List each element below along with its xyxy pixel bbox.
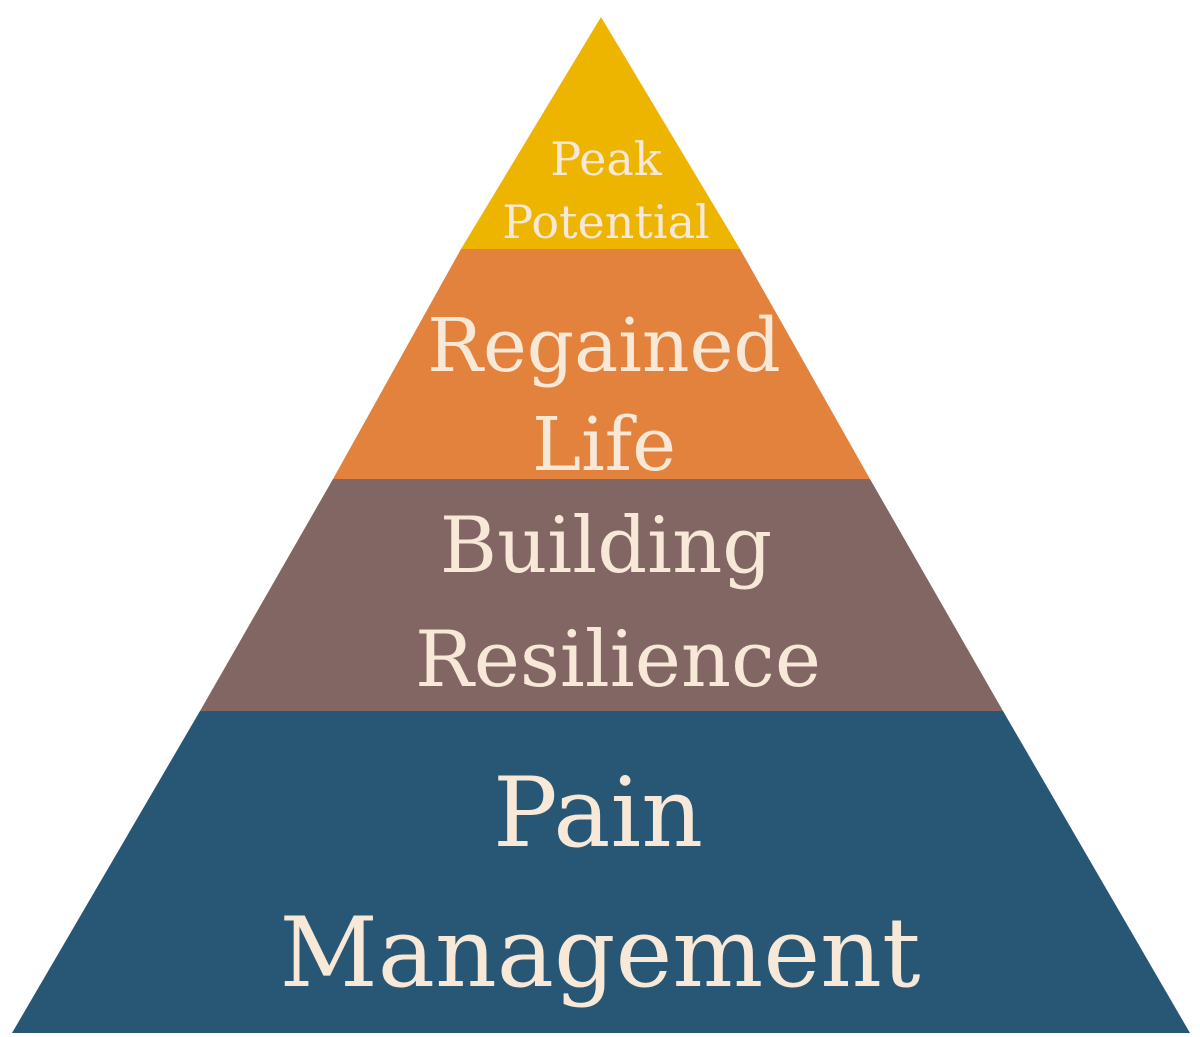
tier-building-resilience-line-2: Resilience [415, 615, 821, 705]
tier-building-resilience-line-1: Building [440, 501, 773, 591]
tier-peak-potential-line-2: Potential [502, 195, 709, 249]
tier-regained-life-line-1: Regained [427, 303, 781, 389]
tier-building-resilience [200, 479, 1003, 711]
tier-peak-potential-line-1: Peak [550, 132, 663, 186]
tier-pain-management-line-2: Management [279, 897, 920, 1009]
tier-regained-life-line-2: Life [532, 402, 676, 488]
tier-pain-management [12, 711, 1190, 1033]
tier-pain-management-line-1: Pain [493, 757, 703, 869]
tier-peak-potential [461, 17, 740, 249]
tier-regained-life [333, 249, 870, 479]
